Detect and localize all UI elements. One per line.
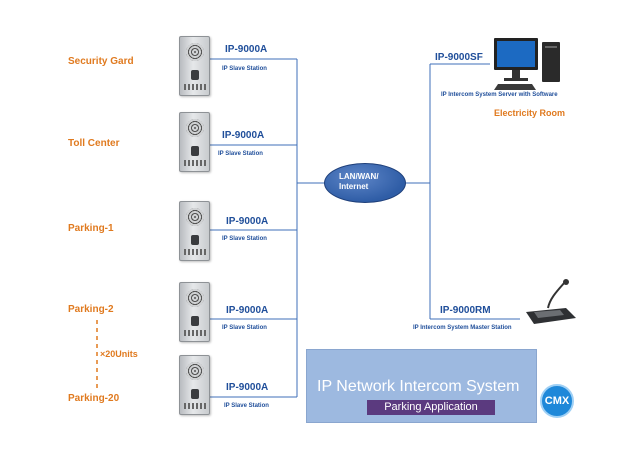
banner-subtitle: Parking Application <box>367 400 495 415</box>
network-cloud: LAN/WAN/ Internet <box>324 163 406 203</box>
intercom-panel-image <box>179 201 210 261</box>
intercom-panel-image <box>179 282 210 342</box>
server-model-label: IP-9000SF <box>435 52 483 63</box>
microphone-console-icon <box>526 279 576 324</box>
location-label-parking2: Parking-2 <box>68 304 114 315</box>
location-label-security: Security Gard <box>68 56 134 67</box>
master-model-label: IP-9000RM <box>440 305 491 316</box>
network-label-line1: LAN/WAN/ <box>339 172 379 181</box>
station-desc-label: IP Slave Station <box>224 403 269 409</box>
room-label: Electricity Room <box>494 108 566 118</box>
intercom-panel-image <box>179 36 210 96</box>
location-label-parking20: Parking-20 <box>68 393 120 404</box>
intercom-panel-image <box>179 112 210 172</box>
location-label-parking1: Parking-1 <box>68 223 114 234</box>
station-desc-label: IP Slave Station <box>218 151 263 157</box>
title-banner: IP Network Intercom System Parking Appli… <box>306 349 537 423</box>
station-desc-label: IP Slave Station <box>222 236 267 242</box>
station-desc-label: IP Slave Station <box>222 66 267 72</box>
network-label-line2: Internet <box>339 182 369 191</box>
station-model-label: IP-9000A <box>226 305 269 316</box>
intercom-panel-image <box>179 355 210 415</box>
server-desc-label: IP Intercom System Server with Software <box>441 92 558 98</box>
station-desc-label: IP Slave Station <box>222 325 267 331</box>
banner-title: IP Network Intercom System <box>317 378 520 395</box>
station-model-label: IP-9000A <box>226 216 269 227</box>
station-model-label: IP-9000A <box>222 130 265 141</box>
master-desc-label: IP Intercom System Master Station <box>413 325 512 331</box>
location-label-toll: Toll Center <box>68 138 120 149</box>
units-note: ×20Units <box>100 349 138 359</box>
server-computer-icon <box>494 38 560 90</box>
station-model-label: IP-9000A <box>226 382 269 393</box>
cmx-logo: CMX <box>540 384 574 418</box>
station-model-label: IP-9000A <box>225 44 268 55</box>
